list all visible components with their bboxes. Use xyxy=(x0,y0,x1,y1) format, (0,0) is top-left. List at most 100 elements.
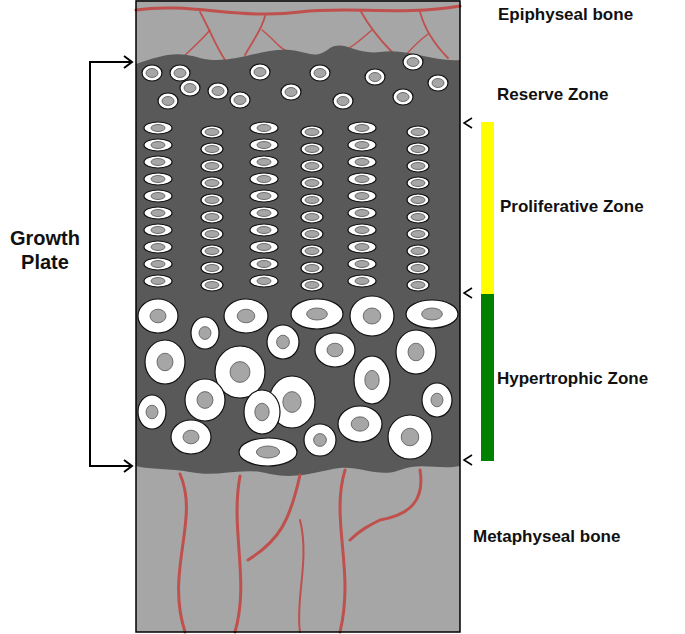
cell-nucleus xyxy=(151,125,165,132)
cell-nucleus xyxy=(355,210,369,217)
cell-nucleus xyxy=(401,428,419,446)
cell-body xyxy=(250,224,278,236)
cell-body xyxy=(354,356,390,404)
cell-body xyxy=(144,122,172,134)
cell-nucleus xyxy=(205,197,219,204)
chondrocyte xyxy=(407,228,429,240)
chondrocyte xyxy=(407,126,429,138)
chondrocyte xyxy=(388,415,432,459)
cell-body xyxy=(348,190,376,202)
cell-nucleus xyxy=(355,125,369,132)
cell-nucleus xyxy=(355,159,369,166)
chondrocyte xyxy=(301,194,323,206)
cell-nucleus xyxy=(151,261,165,268)
cell-body xyxy=(301,126,323,138)
column-border xyxy=(136,1,460,632)
chondrocyte xyxy=(250,156,278,168)
cell-body xyxy=(403,54,423,70)
chondrocyte xyxy=(396,330,436,374)
cell-nucleus xyxy=(355,244,369,251)
cell-nucleus xyxy=(305,180,319,187)
proliferative-zone-bar xyxy=(481,122,494,294)
cell-nucleus xyxy=(257,227,271,234)
zone-label: Proliferative Zone xyxy=(500,197,644,217)
chondrocyte xyxy=(144,173,172,185)
cell-nucleus xyxy=(230,362,250,383)
chondrocyte xyxy=(201,245,223,257)
cell-body xyxy=(144,241,172,253)
cell-nucleus xyxy=(285,88,297,97)
chondrocyte xyxy=(348,139,376,151)
chondrocyte xyxy=(180,80,200,96)
cell-nucleus xyxy=(234,96,246,105)
zone-label: Hypertrophic Zone xyxy=(497,369,648,389)
cell-body xyxy=(407,126,429,138)
chondrocyte xyxy=(301,177,323,189)
cell-body xyxy=(201,228,223,240)
chondrocyte xyxy=(250,224,278,236)
chondrocyte xyxy=(201,228,223,240)
chondrocyte xyxy=(407,143,429,155)
cell-nucleus xyxy=(205,163,219,170)
cell-body xyxy=(201,126,223,138)
cell-body xyxy=(281,84,301,100)
cell-body xyxy=(250,275,278,287)
chondrocyte xyxy=(365,69,385,85)
cell-nucleus xyxy=(157,353,173,371)
chondrocyte xyxy=(348,122,376,134)
cell-nucleus xyxy=(257,159,271,166)
cell-nucleus xyxy=(205,180,219,187)
cell-body xyxy=(396,330,436,374)
chondrocyte xyxy=(267,325,299,359)
cell-nucleus xyxy=(305,129,319,136)
cell-nucleus xyxy=(355,261,369,268)
chondrocytes xyxy=(138,54,458,466)
chondrocyte xyxy=(201,160,223,172)
bone-ground xyxy=(136,0,460,632)
cell-body xyxy=(301,228,323,240)
chondrocyte xyxy=(158,93,178,109)
cell-nucleus xyxy=(150,309,166,323)
chondrocyte xyxy=(348,156,376,168)
cell-body xyxy=(158,93,178,109)
cell-nucleus xyxy=(411,163,425,170)
cell-body xyxy=(138,395,166,429)
chondrocyte xyxy=(310,65,330,81)
cell-nucleus xyxy=(184,84,196,93)
chondrocyte xyxy=(144,122,172,134)
cell-nucleus xyxy=(146,69,158,78)
chondrocyte xyxy=(250,190,278,202)
cell-body xyxy=(250,241,278,253)
cell-body xyxy=(201,194,223,206)
chondrocyte xyxy=(407,279,429,291)
cell-body xyxy=(180,80,200,96)
chondrocyte xyxy=(301,262,323,274)
cell-nucleus xyxy=(257,193,271,200)
cell-body xyxy=(422,383,452,417)
cell-nucleus xyxy=(305,282,319,289)
cell-nucleus xyxy=(237,309,255,323)
cell-body xyxy=(365,69,385,85)
chondrocyte xyxy=(201,279,223,291)
chondrocyte xyxy=(348,241,376,253)
cell-nucleus xyxy=(355,278,369,285)
cell-body xyxy=(144,173,172,185)
cell-nucleus xyxy=(369,73,381,82)
chondrocyte xyxy=(201,126,223,138)
chondrocyte xyxy=(142,65,162,81)
cell-body xyxy=(428,75,448,91)
growth-plate-matrix xyxy=(136,46,460,476)
cell-body xyxy=(144,275,172,287)
chondrocyte xyxy=(171,420,211,454)
cell-body xyxy=(407,194,429,206)
metaphyseal-vessels xyxy=(179,470,421,632)
cell-body xyxy=(348,224,376,236)
cell-nucleus xyxy=(205,146,219,153)
cell-nucleus xyxy=(205,231,219,238)
zone-boundary-arrows xyxy=(464,118,472,465)
chondrocyte xyxy=(301,160,323,172)
cell-body xyxy=(201,279,223,291)
hypertrophic-zone-bar xyxy=(481,294,494,461)
cell-nucleus xyxy=(257,125,271,132)
cell-body xyxy=(191,317,219,349)
